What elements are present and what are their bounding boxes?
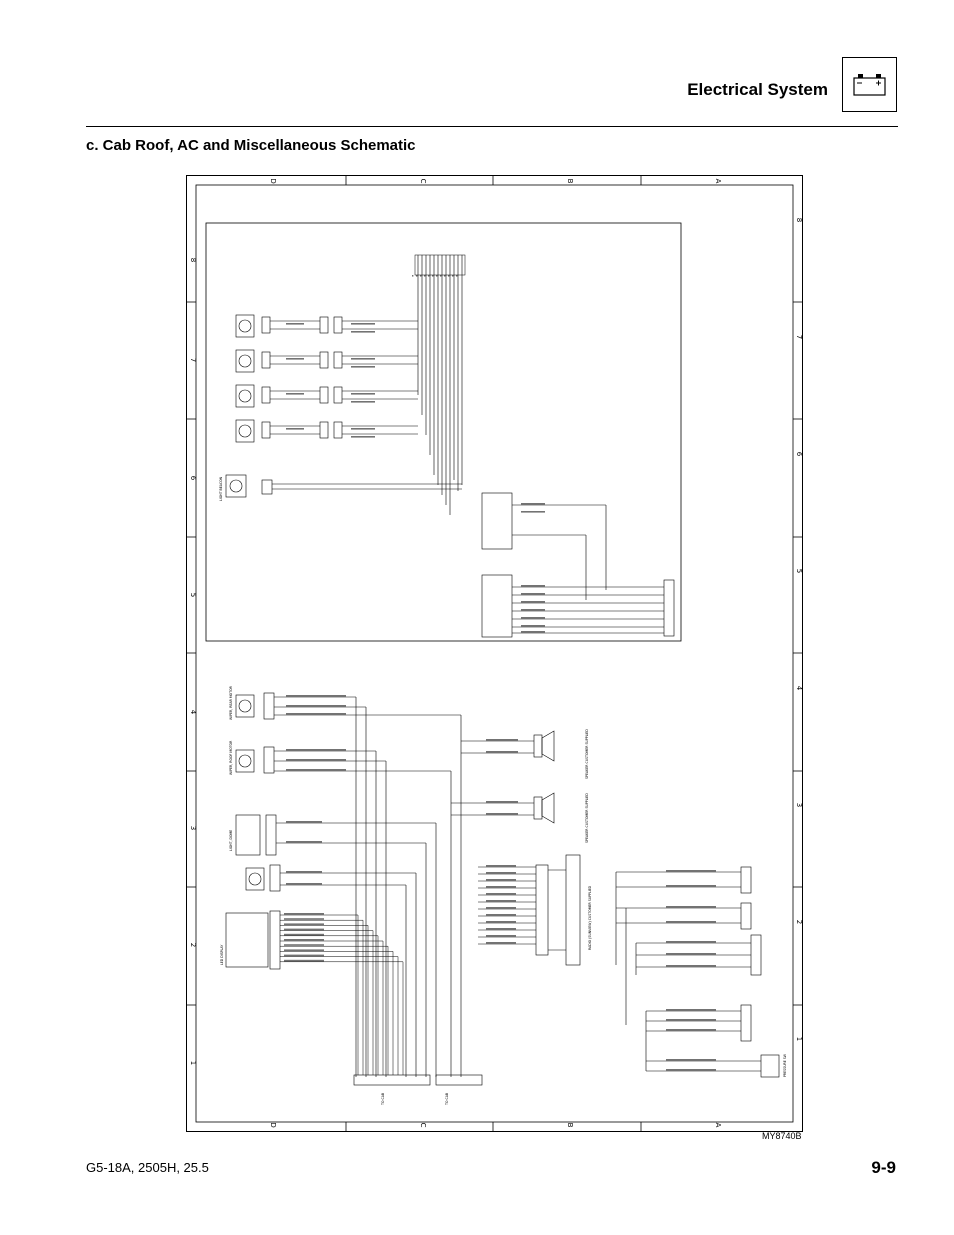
dome-label: LIGHT, DOME (229, 830, 233, 851)
zone-letter-bottom: C (419, 1123, 427, 1128)
speaker-label-2: SPEAKER CUSTOMER SUPPLIED (585, 793, 589, 843)
radio-label: RADIO (SUNVIEW) CUSTOMER SUPPLIED (588, 885, 592, 950)
zone-letter-top: D (269, 178, 277, 183)
section-title: Electrical System (687, 80, 828, 99)
zone-letter-top: B (566, 179, 574, 184)
pressure-sw-label: PRESSURE SW (783, 1053, 787, 1077)
page-number: 9-9 (871, 1158, 896, 1177)
zone-number-right: 1 (795, 1037, 803, 1041)
zone-number-left: 3 (189, 826, 197, 830)
zone-number-left: 8 (189, 258, 197, 262)
header-rule (86, 126, 898, 127)
zone-number-left: 1 (189, 1061, 197, 1065)
speaker-label-1: SPEAKER CUSTOMER SUPPLIED (585, 729, 589, 779)
zone-number-right: 5 (795, 569, 803, 573)
zone-number-left: 6 (189, 476, 197, 481)
to-cab-label-1: TO CAB (381, 1093, 385, 1106)
battery-icon (842, 57, 897, 112)
zone-number-left: 7 (189, 358, 197, 362)
zone-number-right: 4 (795, 686, 803, 691)
zone-letter-bottom: D (269, 1122, 277, 1127)
footer-model: G5-18A, 2505H, 25.5 (86, 1160, 209, 1175)
zone-number-right: 8 (795, 218, 803, 222)
figure-id: MY8740B (762, 1131, 802, 1141)
zone-number-right: 6 (795, 452, 803, 457)
zone-letter-top: C (419, 179, 427, 184)
zone-number-right: 3 (795, 803, 803, 807)
wiper-rear-label: WIPER, REAR MOTOR (229, 685, 233, 720)
zone-number-right: 2 (795, 920, 803, 924)
beacon-label: LIGHT BEACON (219, 476, 223, 501)
zone-number-right: 7 (795, 335, 803, 339)
zone-letter-bottom: B (566, 1123, 574, 1128)
led-display-label: LED DISPLAY (220, 945, 224, 965)
zone-letter-bottom: A (714, 1123, 722, 1128)
to-cab-label-2: TO CAB (445, 1093, 449, 1106)
zone-number-left: 4 (189, 710, 197, 715)
zone-letter-top: A (714, 179, 722, 184)
subsection-title: c. Cab Roof, AC and Miscellaneous Schema… (86, 137, 416, 154)
zone-number-left: 2 (189, 943, 197, 947)
schematic-diagram: D C B A D C B A 8 7 6 5 4 3 2 1 8 7 6 5 4 3 2 1 (186, 175, 803, 1132)
zone-number-left: 5 (189, 593, 197, 597)
wiper-roof-label: WIPER, ROOF MOTOR (229, 740, 233, 775)
